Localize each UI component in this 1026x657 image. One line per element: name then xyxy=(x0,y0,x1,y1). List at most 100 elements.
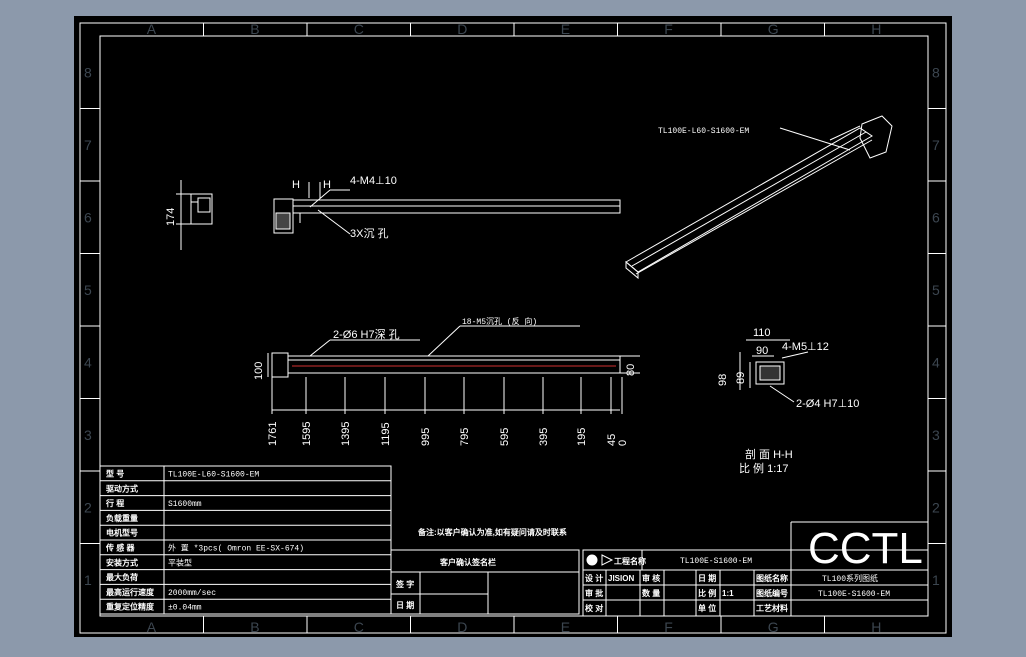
section-inner-height: 89 xyxy=(735,372,747,384)
section-inner-width: 90 xyxy=(756,345,768,357)
zone-row-left: 1 xyxy=(84,572,92,588)
title-series-name: TL100系列图纸 xyxy=(822,573,878,584)
zone-col-bottom: F xyxy=(664,619,673,635)
section-scale: 比 例 1:17 xyxy=(739,461,789,475)
title-projection-label: 工程名称 xyxy=(614,556,646,566)
zone-col-top: A xyxy=(147,21,157,37)
customer-confirm-box xyxy=(390,549,580,615)
front-x-dim: 595 xyxy=(499,428,511,446)
zone-row-left: 2 xyxy=(84,499,92,515)
zone-row-right: 3 xyxy=(932,427,940,443)
zone-col-top: B xyxy=(250,21,259,37)
zone-col-top: C xyxy=(354,21,364,37)
section-title: 剖 面 H-H xyxy=(745,447,793,461)
spec-label: 驱动方式 xyxy=(106,483,138,493)
zone-row-left: 5 xyxy=(84,282,92,298)
front-x-dim: 795 xyxy=(459,428,471,446)
top-h-right: H xyxy=(323,179,331,191)
front-height-right: 80 xyxy=(625,364,637,376)
zone-col-bottom: G xyxy=(768,619,779,635)
zone-row-right: 6 xyxy=(932,209,940,225)
title-logo: CCTL xyxy=(808,524,923,573)
title-cell: 审 批 xyxy=(585,588,603,598)
outer-frame xyxy=(79,22,947,634)
title-cell: 审 核 xyxy=(642,573,660,583)
zone-col-top: F xyxy=(664,21,673,37)
spec-label: 安装方式 xyxy=(106,557,138,567)
status-strip xyxy=(0,637,1026,652)
spec-label: 行 程 xyxy=(105,498,124,508)
spec-value: 外 置 *3pcs( Omron EE-SX-674) xyxy=(168,543,304,554)
top-h-left: H xyxy=(292,179,300,191)
front-x-dim: 1195 xyxy=(380,422,392,446)
front-x-dim: 195 xyxy=(576,428,588,446)
zone-row-left: 7 xyxy=(84,137,92,153)
zone-col-top: G xyxy=(768,21,779,37)
iso-view xyxy=(625,115,893,280)
section-width-dim: 110 xyxy=(753,327,771,339)
spec-label: 负载重量 xyxy=(106,513,138,523)
title-number-label: 图纸编号 xyxy=(756,588,788,598)
zone-row-left: 6 xyxy=(84,209,92,225)
zone-col-bottom: A xyxy=(147,619,157,635)
title-cell: 设 计 xyxy=(585,573,603,583)
title-cell: 单 位 xyxy=(698,603,716,613)
top-hole-note: 3X沉 孔 xyxy=(350,227,389,240)
customer-date-label: 日 期 xyxy=(396,600,414,610)
top-view xyxy=(273,182,621,235)
side-height-dim: 174 xyxy=(165,208,177,226)
zone-row-right: 7 xyxy=(932,137,940,153)
spec-value: TL100E-L60-S1600-EM xyxy=(168,471,259,480)
front-height-left: 100 xyxy=(253,362,265,380)
spec-value: S1600mm xyxy=(168,500,202,509)
front-pin-note: 2-Ø6 H7深 孔 xyxy=(333,328,400,341)
title-cell: 日 期 xyxy=(698,573,716,583)
side-view xyxy=(176,180,213,250)
zone-ticks xyxy=(80,23,946,633)
title-cell: 1:1 xyxy=(722,589,734,598)
title-series-label: 图纸名称 xyxy=(756,573,788,583)
title-material-label: 工艺材料 xyxy=(756,603,788,613)
zone-col-bottom: C xyxy=(354,619,364,635)
zone-row-right: 8 xyxy=(932,64,940,80)
remark-note: 备注:以客户确认为准,如有疑问请及时联系 xyxy=(417,527,567,537)
zone-col-top: D xyxy=(457,21,467,37)
spec-value: 2000mm/sec xyxy=(168,589,216,598)
front-x-dim: 0 xyxy=(617,440,629,446)
spec-label: 型 号 xyxy=(106,469,124,479)
zone-row-right: 5 xyxy=(932,282,940,298)
zone-row-left: 3 xyxy=(84,427,92,443)
zone-row-right: 1 xyxy=(932,572,940,588)
spec-value: ±0.04mm xyxy=(168,604,202,613)
front-x-dim: 1595 xyxy=(301,422,313,446)
top-thread-note: 4-M4⊥10 xyxy=(350,175,397,187)
front-x-dim: 1395 xyxy=(340,422,352,446)
iso-model-label: TL100E-L60-S1600-EM xyxy=(658,127,749,136)
front-x-dim: 995 xyxy=(420,428,432,446)
front-x-dim: 1761 xyxy=(267,422,279,446)
spec-label: 最大负荷 xyxy=(106,572,138,582)
spec-value: 平装型 xyxy=(168,557,192,568)
title-cell: JISION xyxy=(608,574,634,583)
zone-col-bottom: D xyxy=(457,619,467,635)
spec-label: 电机型号 xyxy=(106,528,138,538)
spec-label: 最高运行速度 xyxy=(106,587,155,597)
zone-col-bottom: B xyxy=(250,619,259,635)
zone-row-left: 4 xyxy=(84,354,92,370)
section-tap-note: 4-M5⊥12 xyxy=(782,341,829,353)
front-tap-note: 18-M5沉孔 (反 向) xyxy=(462,316,537,327)
zone-col-bottom: H xyxy=(871,619,881,635)
section-pin-note: 2-Ø4 H7⊥10 xyxy=(796,398,859,410)
zone-row-right: 4 xyxy=(932,354,940,370)
zone-col-bottom: E xyxy=(561,619,570,635)
spec-label: 传 感 器 xyxy=(105,543,135,553)
title-drawing-number: TL100E-S1600-EM xyxy=(818,590,890,599)
customer-box-title: 客户确认签名栏 xyxy=(439,557,496,567)
title-cell: 校 对 xyxy=(585,603,603,613)
spec-label: 重复定位精度 xyxy=(106,602,155,612)
